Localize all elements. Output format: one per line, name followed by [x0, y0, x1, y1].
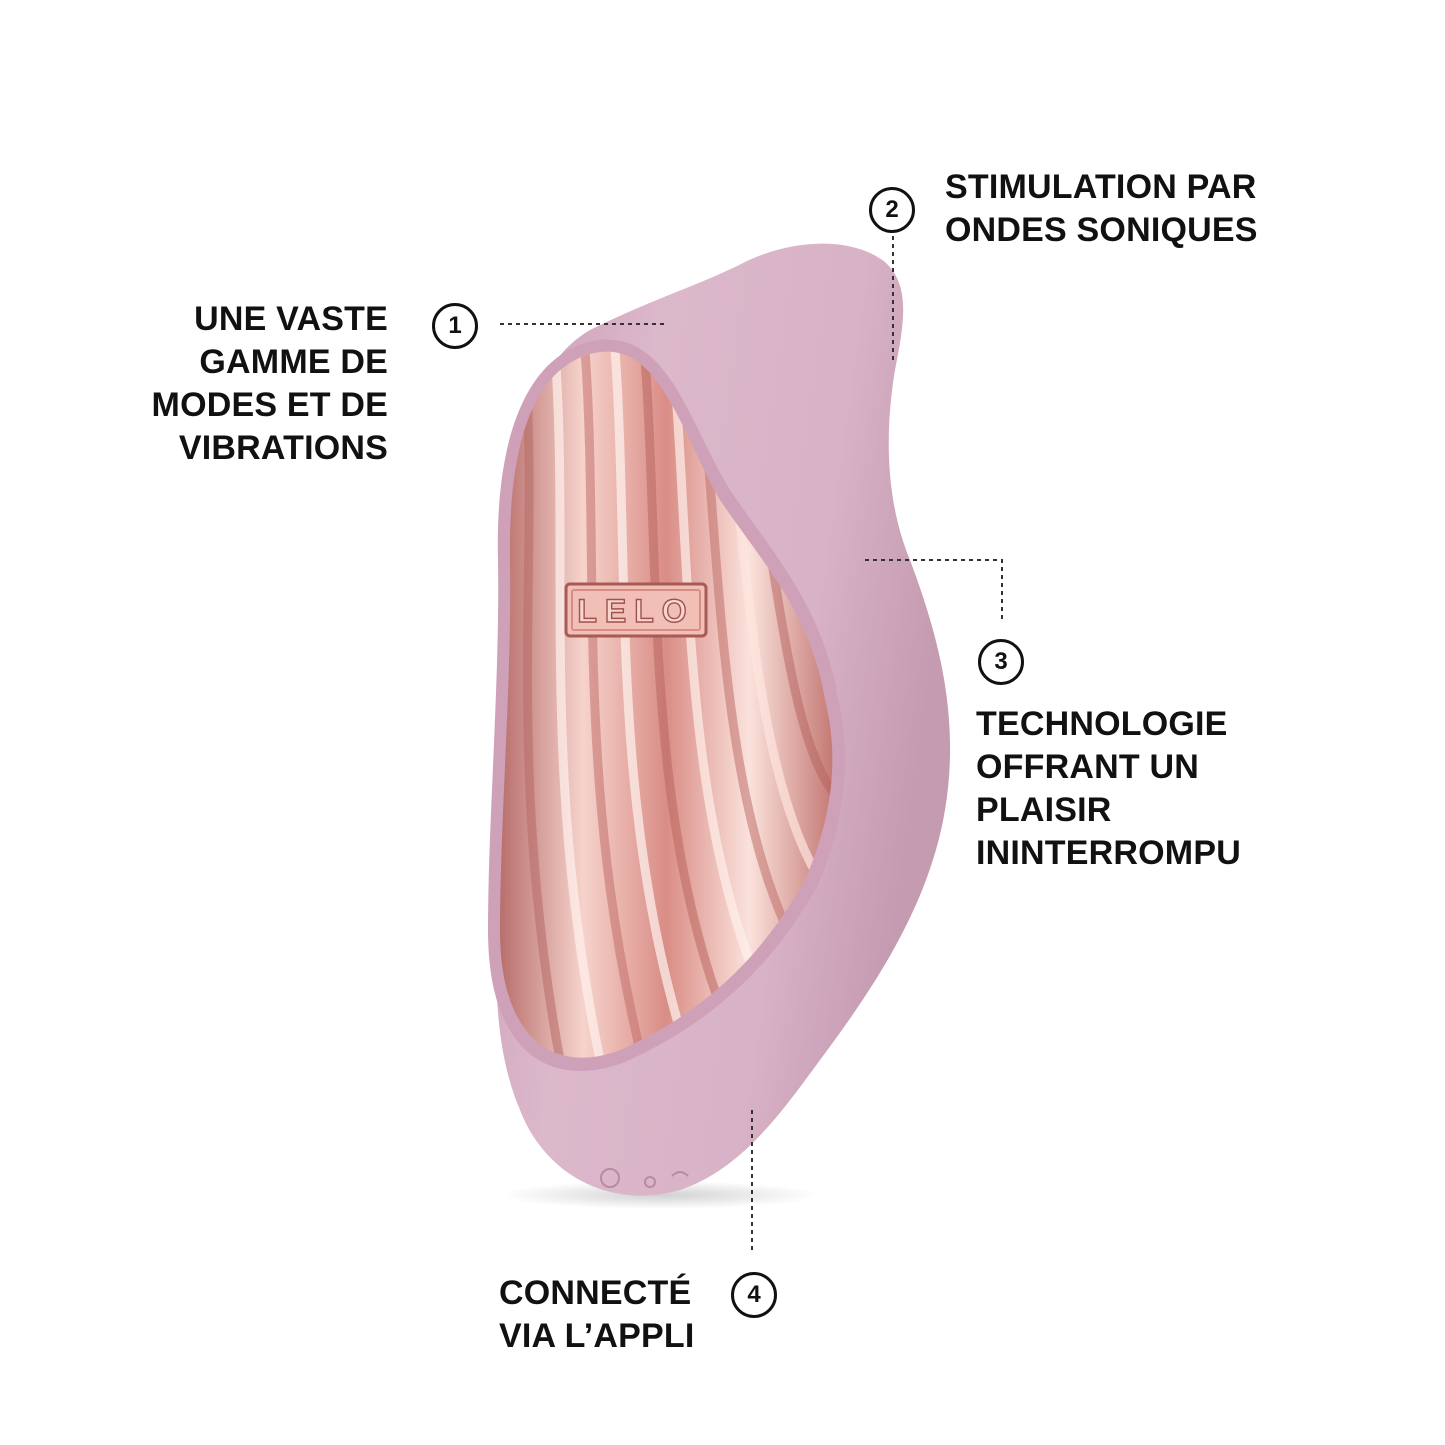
feature-3-badge: 3: [978, 639, 1024, 685]
feature-3-line-1: TECHNOLOGIE: [976, 705, 1228, 743]
feature-2-line-2: ONDES SONIQUES: [945, 211, 1258, 249]
connector-lines: [500, 236, 1003, 1250]
product-shadow: [500, 1181, 820, 1209]
feature-1-text: UNE VASTE GAMME DE MODES ET DE VIBRATION…: [152, 298, 388, 470]
logo-plate: [564, 582, 708, 638]
feature-3-text: TECHNOLOGIE OFFRANT UN PLAISIR ININTERRO…: [976, 703, 1241, 875]
feature-3-line-3: PLAISIR: [976, 791, 1112, 829]
logo-text: LELO: [577, 593, 694, 629]
feature-1-line-2: GAMME DE: [199, 343, 388, 381]
feature-2-text: STIMULATION PAR ONDES SONIQUES: [945, 166, 1258, 252]
feature-4-badge: 4: [731, 1272, 777, 1318]
feature-3-line-2: OFFRANT UN: [976, 748, 1199, 786]
connector-3: [865, 559, 1003, 620]
feature-3-line-4: ININTERROMPU: [976, 834, 1241, 872]
feature-1-line-1: UNE VASTE: [194, 300, 388, 338]
button-mark-icon: [600, 1168, 620, 1188]
feature-4-text: CONNECTÉ VIA L’APPLI: [499, 1272, 695, 1358]
feature-2-badge: 2: [869, 187, 915, 233]
feature-1-line-3: MODES ET DE: [151, 386, 388, 424]
feature-1-line-4: VIBRATIONS: [178, 429, 388, 467]
feature-4-line-2: VIA L’APPLI: [499, 1317, 695, 1355]
feature-4-line-1: CONNECTÉ: [499, 1274, 692, 1312]
feature-2-line-1: STIMULATION PAR: [945, 168, 1257, 206]
panel-ridges: [520, 351, 833, 1058]
feature-1-badge: 1: [432, 303, 478, 349]
